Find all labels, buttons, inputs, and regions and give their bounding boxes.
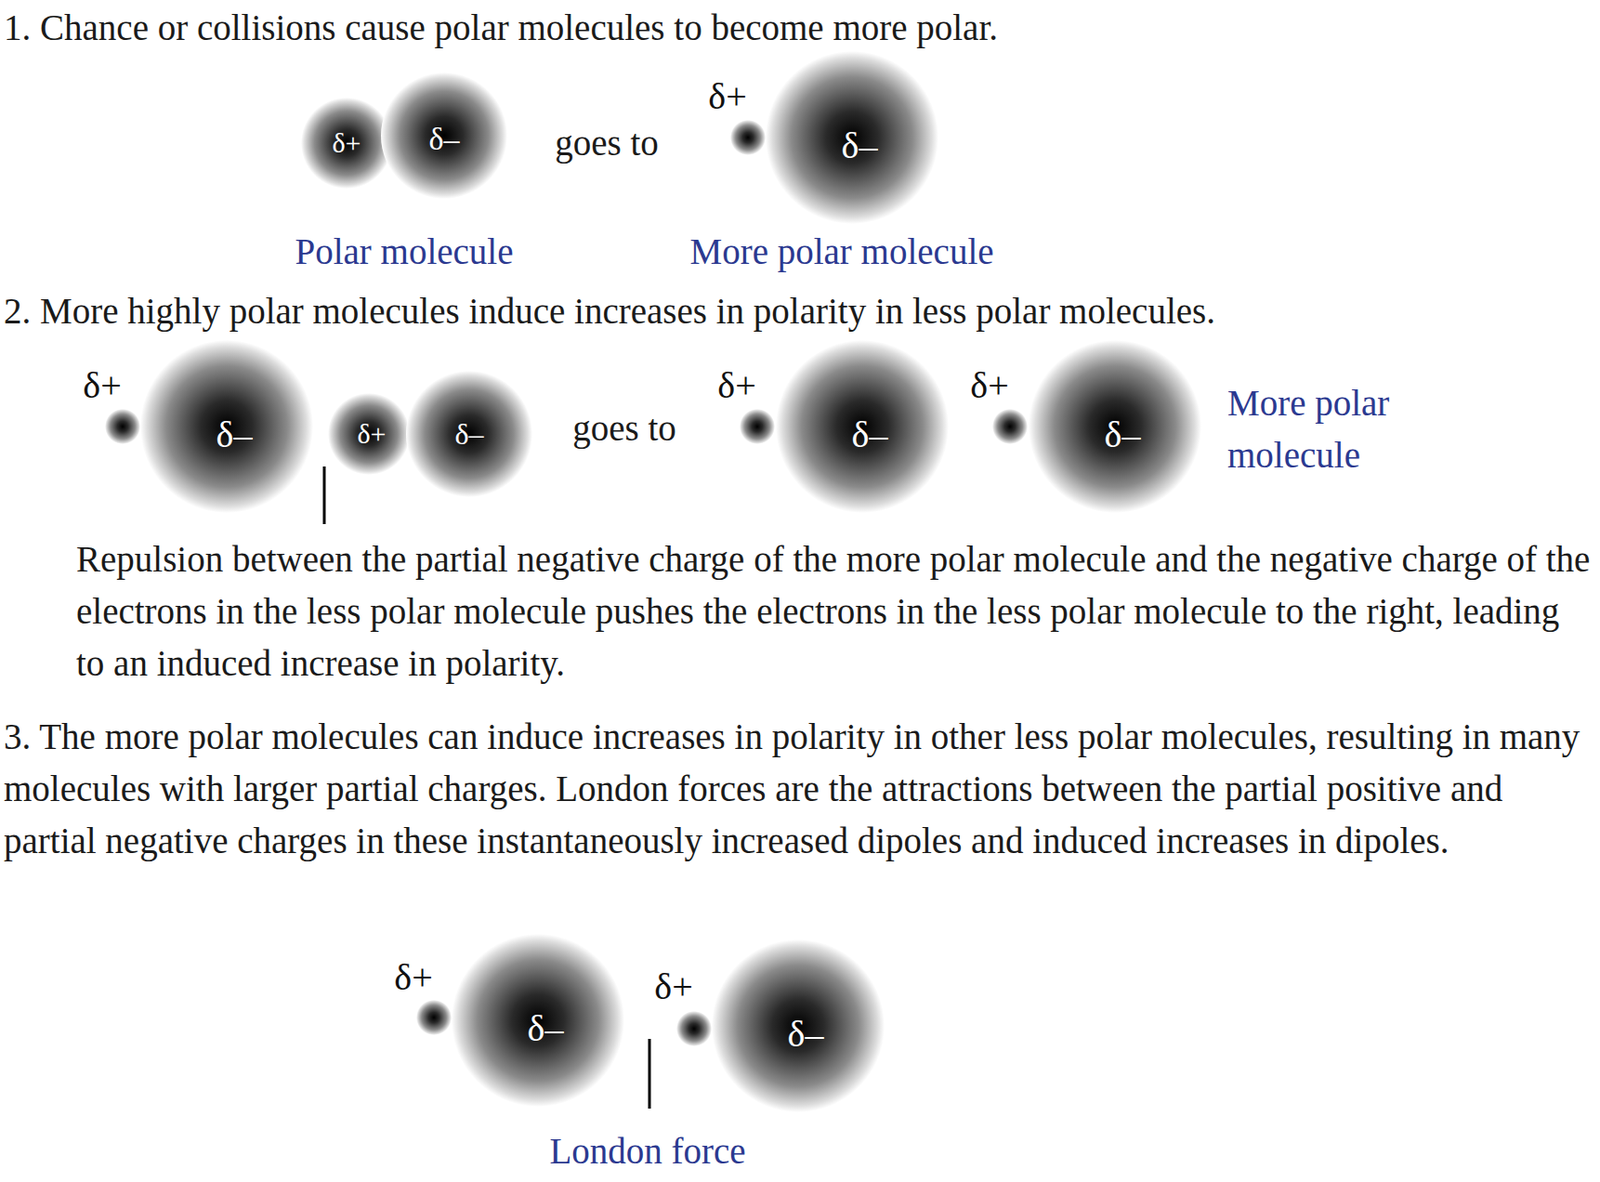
partial-negative: δ– [216,416,253,454]
negative-lobe [406,370,533,498]
step-text: 3. The more polar molecules can induce i… [3,710,1595,867]
arrow-phrase: goes to [572,402,677,455]
partial-negative: δ– [787,1015,825,1053]
molecule: δ+ δ– [703,51,939,224]
molecule-caption: More polar molecule [1227,377,1451,482]
partial-positive: δ+ [654,968,693,1006]
partial-negative: δ– [1104,416,1141,454]
molecule-shape [78,340,314,513]
molecule: δ+ δ– [327,370,533,498]
partial-positive: δ+ [82,367,121,405]
positive-lobe [739,408,775,445]
molecule: δ+ δ– [78,340,314,513]
negative-lobe [765,51,939,224]
force-label: London force [549,1125,746,1178]
partial-negative: δ– [428,123,460,156]
positive-lobe [676,1010,712,1047]
partial-negative: δ– [454,419,484,449]
molecule-caption: More polar molecule [689,225,994,278]
partial-positive: δ+ [356,419,386,448]
partial-positive: δ+ [970,367,1009,405]
molecule-shape [712,340,949,513]
molecule-shape [649,939,885,1113]
partial-positive: δ+ [708,78,747,116]
molecule-caption: Polar molecule [294,225,513,278]
molecule-shape [301,72,508,199]
leader-line [648,1038,652,1109]
positive-lobe [104,408,141,445]
partial-negative: δ– [527,1009,564,1048]
arrow-phrase: goes to [554,117,659,170]
partial-negative: δ– [852,416,889,454]
molecule: δ+ δ– [301,72,508,199]
negative-lobe [775,340,949,513]
molecule: δ+ δ– [712,340,949,513]
positive-lobe [730,119,766,156]
positive-lobe [301,97,393,189]
partial-positive: δ+ [393,958,433,997]
negative-lobe [1028,340,1202,513]
positive-lobe [327,393,410,475]
note-text: Repulsion between the partial negative c… [76,533,1593,690]
positive-lobe [992,408,1028,445]
step-text: 2. More highly polar molecules induce in… [3,285,1595,338]
molecule: δ+ δ– [649,939,885,1113]
negative-lobe [140,340,314,513]
leader-line [323,466,327,525]
molecule-shape [703,51,939,224]
negative-lobe [711,939,885,1113]
molecule: δ+ δ– [965,340,1202,513]
positive-lobe [416,999,452,1036]
negative-lobe [451,933,625,1107]
partial-negative: δ– [841,127,879,165]
molecule: δ+ δ– [389,933,625,1107]
molecule-shape [965,340,1202,513]
step-text: 1. Chance or collisions cause polar mole… [3,1,1595,54]
negative-lobe [380,72,508,199]
partial-positive: δ+ [717,367,756,405]
partial-positive: δ+ [331,129,361,158]
